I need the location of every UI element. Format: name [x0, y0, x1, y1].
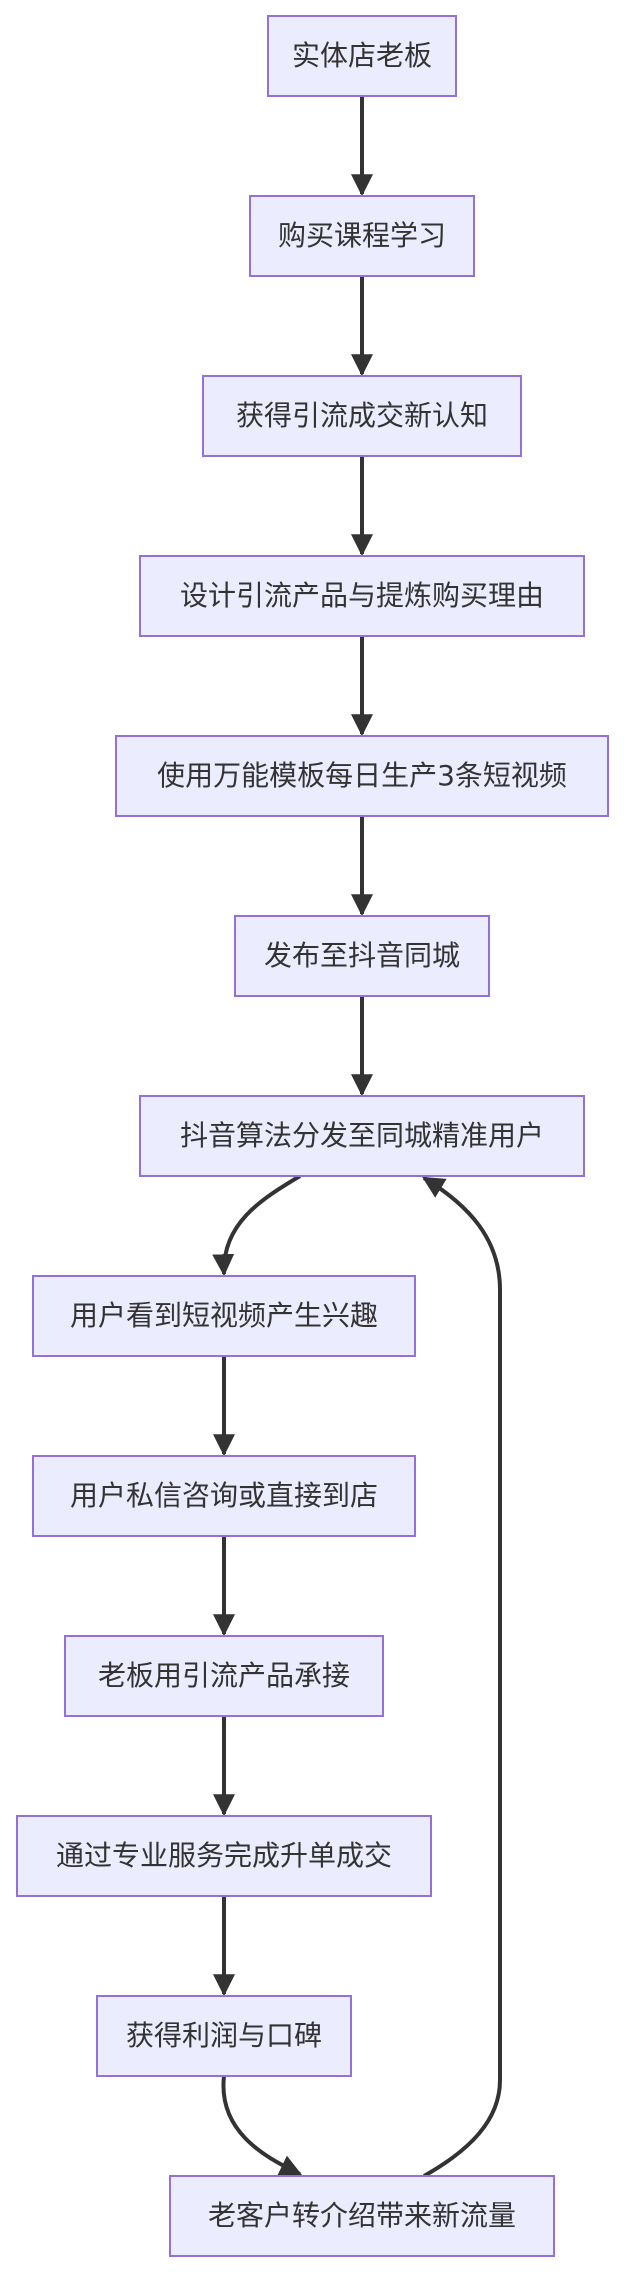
flow-node-5: 使用万能模板每日生产3条短视频: [115, 735, 609, 817]
node-label: 老客户转介绍带来新流量: [208, 2199, 516, 2232]
node-box: [139, 555, 585, 637]
node-box: [16, 1815, 432, 1897]
node-label: 抖音算法分发至同城精准用户: [180, 1119, 544, 1152]
node-label: 获得引流成交新认知: [236, 399, 488, 432]
flow-node-3: 获得引流成交新认知: [202, 375, 522, 457]
node-label: 使用万能模板每日生产3条短视频: [157, 759, 567, 792]
nodes: 实体店老板购买课程学习获得引流成交新认知设计引流产品与提炼购买理由使用万能模板每…: [16, 15, 609, 2257]
flow-node-2: 购买课程学习: [249, 195, 475, 277]
node-label: 通过专业服务完成升单成交: [56, 1839, 392, 1872]
flow-node-4: 设计引流产品与提炼购买理由: [139, 555, 585, 637]
edge-n13-n7: [422, 1176, 502, 2178]
flow-node-11: 通过专业服务完成升单成交: [16, 1815, 432, 1897]
node-box: [169, 2175, 555, 2257]
flow-node-9: 用户私信咨询或直接到店: [32, 1455, 416, 1537]
node-label: 发布至抖音同城: [264, 939, 460, 972]
flow-node-12: 获得利润与口碑: [96, 1995, 352, 2077]
flow-node-6: 发布至抖音同城: [234, 915, 490, 997]
connectors: [212, 96, 502, 2178]
node-box: [115, 735, 609, 817]
flow-node-1: 实体店老板: [267, 15, 457, 97]
node-box: [249, 195, 475, 277]
flow-node-8: 用户看到短视频产生兴趣: [32, 1275, 416, 1357]
node-label: 用户看到短视频产生兴趣: [70, 1299, 378, 1332]
node-label: 设计引流产品与提炼购买理由: [180, 579, 544, 612]
node-label: 购买课程学习: [278, 219, 446, 252]
node-box: [32, 1275, 416, 1357]
node-label: 老板用引流产品承接: [98, 1659, 350, 1692]
edge-n7-n8: [212, 1174, 302, 1277]
node-box: [32, 1455, 416, 1537]
flow-node-10: 老板用引流产品承接: [64, 1635, 384, 1717]
flow-node-13: 老客户转介绍带来新流量: [169, 2175, 555, 2257]
node-label: 用户私信咨询或直接到店: [70, 1479, 378, 1512]
edge-n12-n13: [221, 2075, 302, 2176]
node-label: 实体店老板: [292, 39, 432, 72]
node-box: [202, 375, 522, 457]
node-label: 获得利润与口碑: [126, 2019, 322, 2052]
node-box: [234, 915, 490, 997]
node-box: [96, 1995, 352, 2077]
flow-node-7: 抖音算法分发至同城精准用户: [139, 1095, 585, 1177]
node-box: [139, 1095, 585, 1177]
node-box: [64, 1635, 384, 1717]
node-box: [267, 15, 457, 97]
